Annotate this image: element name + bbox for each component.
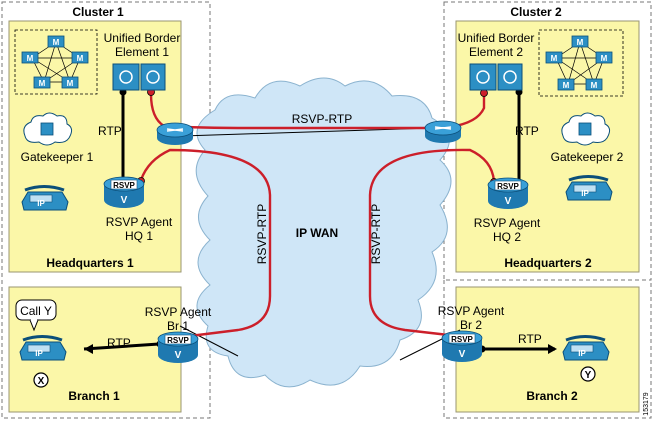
cube-2-icon bbox=[469, 63, 523, 91]
rsvp-agent-br2-icon bbox=[441, 330, 483, 362]
ip-badge-branch1: IP bbox=[35, 349, 43, 358]
gatekeeper-2-label: Gatekeeper 2 bbox=[551, 150, 624, 164]
rtp-label-br2: RTP bbox=[518, 332, 542, 346]
endpoint-y-label: Y bbox=[585, 370, 592, 381]
cube-1-label-line2: Element 1 bbox=[115, 45, 169, 59]
hq2-label: Headquarters 2 bbox=[504, 256, 592, 270]
v-badge-hq1: V bbox=[121, 195, 128, 206]
rsvp-agent-hq2-label-line1: RSVP Agent bbox=[474, 216, 541, 230]
call-y-callout bbox=[15, 299, 57, 332]
gatekeeper-1-label: Gatekeeper 1 bbox=[21, 150, 94, 164]
branch2-label: Branch 2 bbox=[526, 389, 578, 403]
router-hq2-wan bbox=[424, 120, 462, 144]
rsvp-badge-hq1: RSVP bbox=[113, 181, 135, 190]
callmanager-cluster-2-icon bbox=[538, 29, 624, 97]
ip-badge-branch2: IP bbox=[578, 349, 586, 358]
v-badge-br2: V bbox=[459, 349, 466, 360]
cube-1-label-line1: Unified Border bbox=[104, 31, 181, 45]
rsvp-rtp-label-top: RSVP-RTP bbox=[292, 112, 352, 126]
ip-wan-cloud bbox=[195, 77, 452, 388]
endpoint-x-label: X bbox=[38, 376, 45, 387]
ip-badge-hq1: IP bbox=[37, 199, 45, 208]
cluster-1-label: Cluster 1 bbox=[72, 5, 124, 19]
rsvp-agent-br1-label-line1: RSVP Agent bbox=[145, 305, 212, 319]
rsvp-badge-hq2: RSVP bbox=[497, 182, 519, 191]
call-y-text: Call Y bbox=[20, 304, 52, 318]
cube-2-label-line1: Unified Border bbox=[458, 31, 535, 45]
rtp-label-hq1: RTP bbox=[98, 124, 122, 138]
endpoint-y bbox=[580, 366, 596, 382]
rsvp-agent-hq1-label-line1: RSVP Agent bbox=[106, 215, 173, 229]
rsvp-agent-hq1-icon bbox=[103, 176, 145, 208]
rsvp-agent-hq1-label-line2: HQ 1 bbox=[125, 229, 153, 243]
rsvp-badge-br2: RSVP bbox=[451, 335, 473, 344]
hq1-label: Headquarters 1 bbox=[46, 256, 134, 270]
rsvp-agent-br1-label-line2: Br 1 bbox=[167, 319, 189, 333]
branch1-label: Branch 1 bbox=[68, 389, 120, 403]
endpoint-x bbox=[33, 372, 49, 388]
cube-1-icon bbox=[112, 63, 166, 91]
router-hq1-wan bbox=[156, 122, 194, 146]
rsvp-rtp-label-left: RSVP-RTP bbox=[255, 204, 269, 264]
ip-badge-hq2: IP bbox=[581, 189, 589, 198]
ip-wan-label: IP WAN bbox=[296, 226, 338, 240]
rsvp-agent-br2-label-line1: RSVP Agent bbox=[438, 304, 505, 318]
rtp-label-hq2: RTP bbox=[515, 124, 539, 138]
rsvp-badge-br1: RSVP bbox=[167, 336, 189, 345]
cube-2-label-line2: Element 2 bbox=[469, 45, 523, 59]
callmanager-cluster-1-icon bbox=[14, 29, 98, 95]
cluster-2-label: Cluster 2 bbox=[510, 5, 562, 19]
rtp-label-br1: RTP bbox=[107, 336, 131, 350]
v-badge-hq2: V bbox=[505, 196, 512, 207]
rsvp-agent-br2-label-line2: Br 2 bbox=[460, 318, 482, 332]
rsvp-rtp-label-right: RSVP-RTP bbox=[369, 204, 383, 264]
rsvp-agent-br1-icon bbox=[157, 331, 199, 363]
cluster-2-frame bbox=[443, 1, 652, 281]
rsvp-agent-hq2-icon bbox=[487, 177, 529, 209]
rsvp-agent-hq2-label-line2: HQ 2 bbox=[493, 230, 521, 244]
figure-id: 153179 bbox=[643, 392, 650, 415]
v-badge-br1: V bbox=[175, 350, 182, 361]
